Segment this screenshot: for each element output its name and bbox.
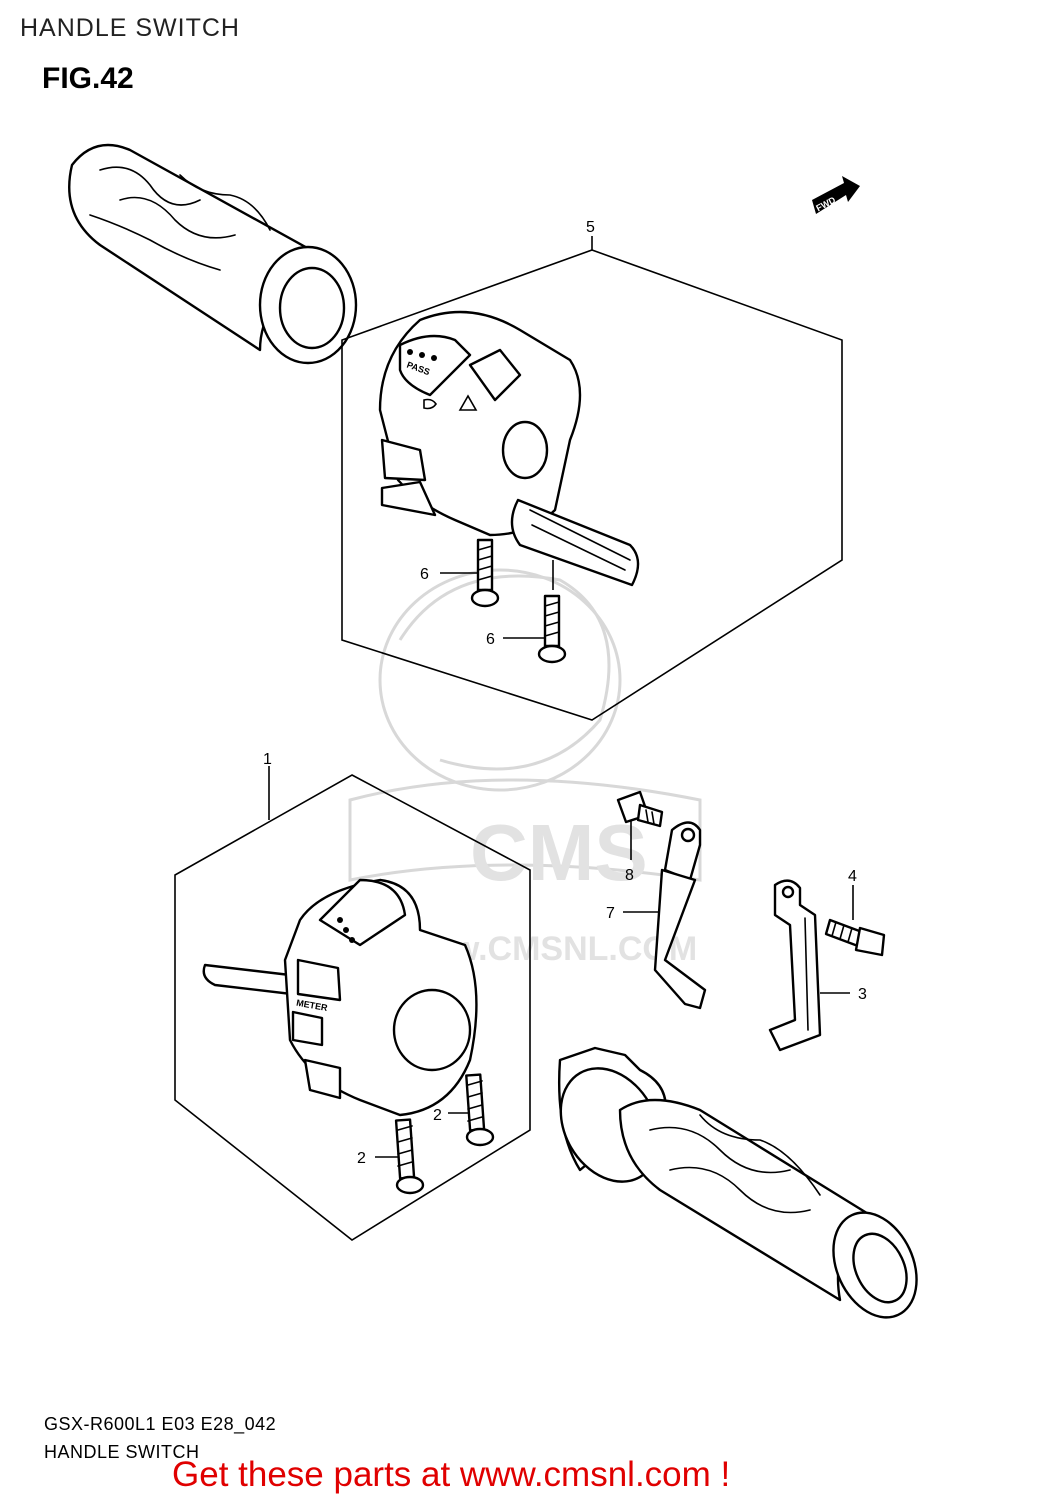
callout-6b: 6 [486,631,495,648]
throttle-grip [557,1046,918,1319]
headlight-icon [423,398,437,410]
figure-label: FIG.42 [42,62,134,95]
page-header: HANDLE SWITCH [20,14,240,42]
dimmer-switch [296,958,342,1002]
bolt-8 [616,790,664,828]
screw-2a [465,1073,495,1147]
meter-button [291,1010,324,1047]
hazard-icon [458,394,478,411]
screw-2b [394,1118,425,1195]
promo-link[interactable]: Get these parts at www.cmsnl.com ! [172,1455,731,1494]
callout-2b: 2 [357,1150,366,1167]
hazard-button [468,348,522,402]
screw-6a [470,538,500,608]
callout-3: 3 [858,986,867,1003]
callout-1: 1 [263,751,272,768]
callout-8: 8 [625,867,634,884]
screw-6b [537,594,567,664]
footer-title: HANDLE SWITCH [44,1442,200,1462]
bracket-3 [768,879,822,1052]
start-button [303,1058,342,1100]
switch-wire [202,963,302,997]
callout-2a: 2 [433,1107,442,1124]
model-code: GSX-R600L1 E03 E28_042 [44,1414,277,1434]
leader-lines [268,236,854,1158]
left-handle-switch: METER [202,878,478,1117]
bracket-7 [653,821,707,1010]
wire-harness [510,498,640,587]
assembly-box-5 [341,249,843,721]
turn-signal-switch [380,438,427,482]
assembly-box-1 [174,774,531,1241]
left-grip [68,143,358,365]
fwd-arrow-icon: FWD [812,176,860,214]
right-handle-switch: PASS [378,310,640,587]
callout-7: 7 [606,905,615,922]
callout-6a: 6 [420,566,429,583]
horn-button [380,480,437,517]
callout-4: 4 [848,868,857,885]
watermark-brand: CMS [470,808,648,897]
bolt-4 [824,918,886,957]
callout-5: 5 [586,219,595,236]
